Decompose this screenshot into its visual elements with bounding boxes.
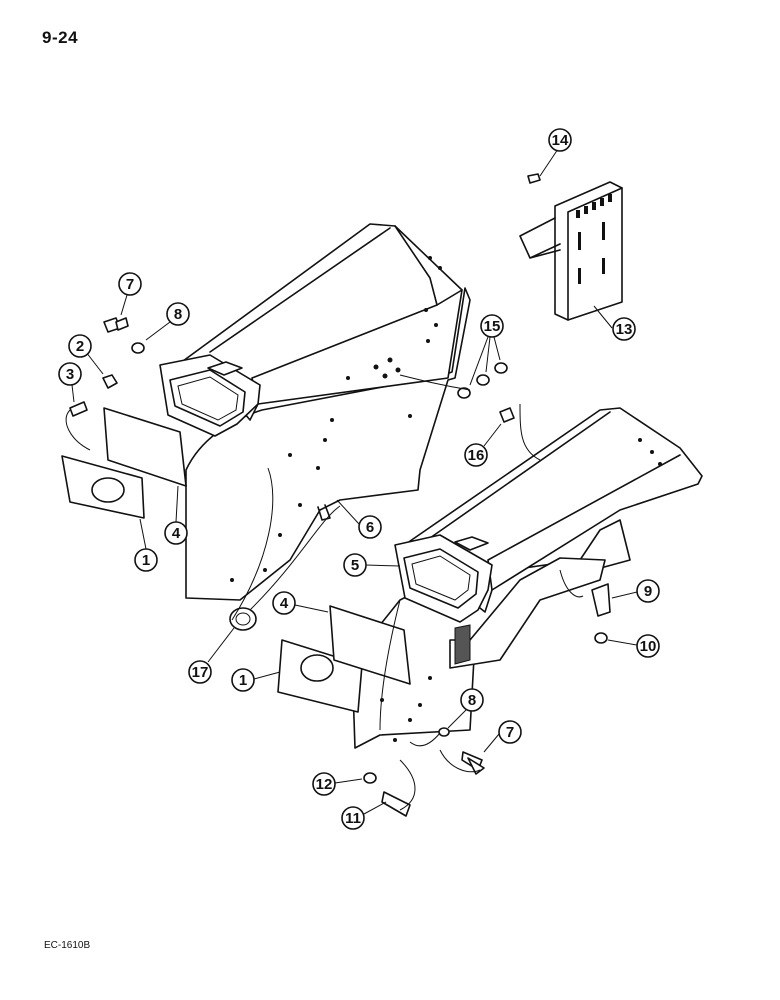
callout-10: 10 (607, 634, 660, 658)
callout-17: 17 (188, 627, 235, 684)
callout-16: 16 (464, 423, 502, 467)
callout-label: 13 (616, 321, 633, 338)
callout-label: 8 (468, 692, 476, 709)
callout-14: 14 (539, 128, 572, 177)
callout-label: 4 (280, 595, 289, 612)
callout-label: 15 (484, 318, 501, 335)
callout-15: 15 (469, 314, 504, 386)
callout-label: 7 (506, 724, 514, 741)
callout-11: 11 (341, 801, 387, 830)
callout-4b: 4 (272, 591, 329, 615)
callout-label: 9 (644, 583, 652, 600)
left-fender (159, 223, 471, 601)
callout-1: 1 (134, 518, 158, 572)
callout-label: 1 (239, 672, 247, 689)
callout-label: 12 (316, 776, 333, 793)
callout-5: 5 (343, 553, 401, 577)
callout-label: 8 (174, 306, 182, 323)
callout-1b: 1 (231, 668, 281, 692)
document-code: EC-1610B (44, 940, 91, 951)
callout-label: 17 (192, 664, 209, 681)
callout-label: 1 (142, 552, 150, 569)
callout-label: 16 (468, 447, 485, 464)
callout-7b: 7 (483, 720, 522, 753)
callout-label: 2 (76, 338, 84, 355)
callout-label: 7 (126, 276, 134, 293)
callout-label: 6 (366, 519, 374, 536)
callout-9: 9 (611, 579, 660, 603)
page-number: 9-24 (42, 28, 79, 47)
callout-label: 11 (345, 810, 361, 827)
callout-label: 4 (172, 525, 181, 542)
callout-label: 10 (640, 638, 657, 655)
callout-8b: 8 (447, 688, 484, 729)
callout-3: 3 (58, 362, 82, 403)
callout-label: 14 (552, 132, 569, 149)
callout-label: 5 (351, 557, 359, 574)
callout-12: 12 (312, 772, 363, 796)
mounting-bracket (519, 181, 623, 321)
callout-2: 2 (68, 334, 104, 375)
callout-7: 7 (118, 272, 142, 316)
callout-4: 4 (164, 485, 188, 545)
callout-8: 8 (145, 302, 190, 341)
callout-6: 6 (336, 499, 382, 539)
callout-13: 13 (593, 305, 636, 341)
callout-label: 3 (66, 366, 74, 383)
